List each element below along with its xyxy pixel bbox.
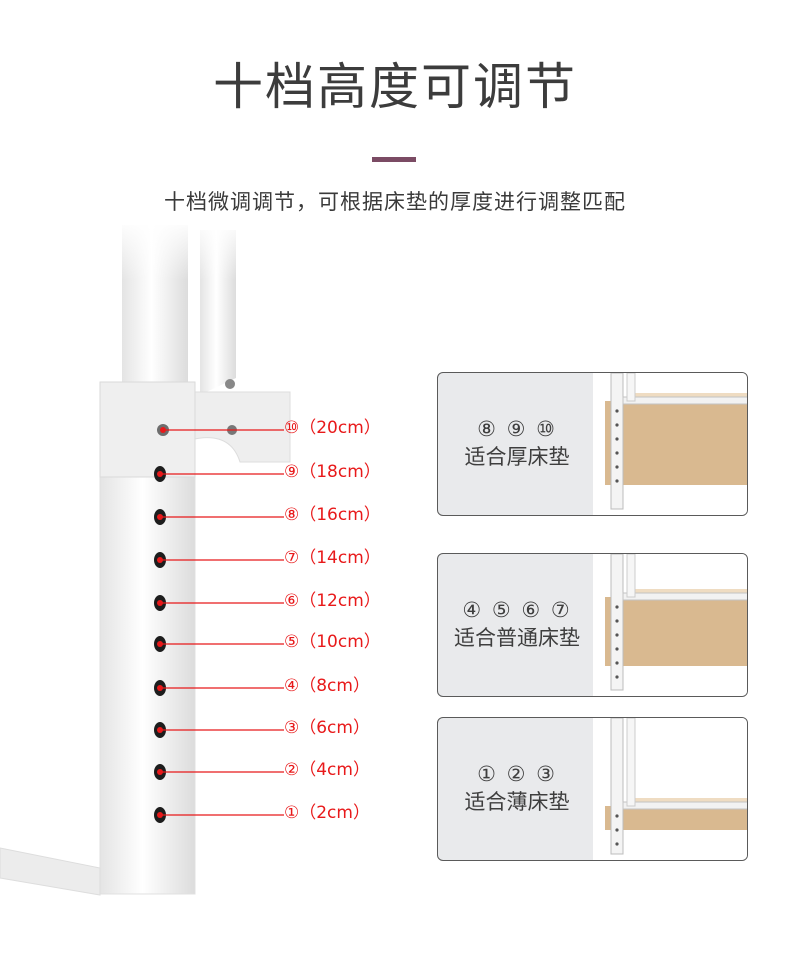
page-subtitle: 十档微调调节，可根据床垫的厚度进行调整匹配	[164, 190, 626, 214]
title-underline	[372, 157, 416, 162]
rail-hole	[615, 633, 619, 637]
rail-hole	[615, 423, 619, 427]
mattress-card: ④ ⑤ ⑥ ⑦ 适合普通床垫	[437, 553, 748, 697]
card-text: ① ② ③ 适合薄床垫	[438, 718, 596, 860]
rail-hole	[615, 828, 619, 832]
rail-hole	[615, 814, 619, 818]
rail-hole	[615, 479, 619, 483]
rail-post	[610, 718, 624, 855]
base-foot	[0, 847, 101, 896]
height-marker-label: ④（8cm）	[284, 676, 370, 696]
card-label: 适合薄床垫	[464, 789, 570, 814]
rail-hole	[615, 451, 619, 455]
mattress-card: ① ② ③ 适合薄床垫	[437, 717, 748, 861]
height-marker-label: ①（2cm）	[284, 803, 370, 823]
card-mattress-illustration	[593, 554, 747, 696]
card-mattress-illustration	[593, 373, 747, 515]
rail-upright	[626, 554, 636, 598]
rail-hole	[615, 661, 619, 665]
height-marker-label: ⑦（14cm）	[284, 548, 381, 568]
rail-hole	[615, 409, 619, 413]
card-position-numbers: ④ ⑤ ⑥ ⑦	[462, 597, 572, 622]
mattress	[605, 597, 747, 666]
card-label: 适合厚床垫	[464, 444, 570, 469]
height-marker-label: ⑨（18cm）	[284, 462, 381, 482]
rail-hole	[615, 842, 619, 846]
card-text: ④ ⑤ ⑥ ⑦ 适合普通床垫	[438, 554, 596, 696]
rail-hole	[615, 605, 619, 609]
rail-post	[610, 373, 624, 510]
rail-hole	[615, 619, 619, 623]
rail-hole	[615, 675, 619, 679]
mattress-card: ⑧ ⑨ ⑩ 适合厚床垫	[437, 372, 748, 516]
height-marker-label: ⑧（16cm）	[284, 505, 381, 525]
rail-bar	[622, 801, 747, 810]
height-marker-label: ⑥（12cm）	[284, 591, 381, 611]
height-marker-label: ⑩（20cm）	[284, 418, 381, 438]
joint-bolt	[225, 379, 235, 389]
mattress	[605, 401, 747, 485]
height-marker-label: ②（4cm）	[284, 760, 370, 780]
card-position-numbers: ⑧ ⑨ ⑩	[477, 416, 557, 441]
height-marker-label: ⑤（10cm）	[284, 632, 381, 652]
card-mattress-illustration	[593, 718, 747, 860]
rail-bar	[622, 396, 747, 405]
rail-hole	[615, 437, 619, 441]
connector-joint	[189, 391, 291, 463]
rail-bar	[622, 592, 747, 601]
height-marker-label: ③（6cm）	[284, 718, 370, 738]
card-text: ⑧ ⑨ ⑩ 适合厚床垫	[438, 373, 596, 515]
card-label: 适合普通床垫	[454, 625, 580, 650]
mattress	[605, 806, 747, 830]
page-title: 十档高度可调节	[213, 58, 577, 116]
card-position-numbers: ① ② ③	[477, 761, 557, 786]
rail-upright	[626, 718, 636, 807]
rail-upright	[626, 373, 636, 402]
rail-hole	[615, 647, 619, 651]
rail-hole	[615, 465, 619, 469]
